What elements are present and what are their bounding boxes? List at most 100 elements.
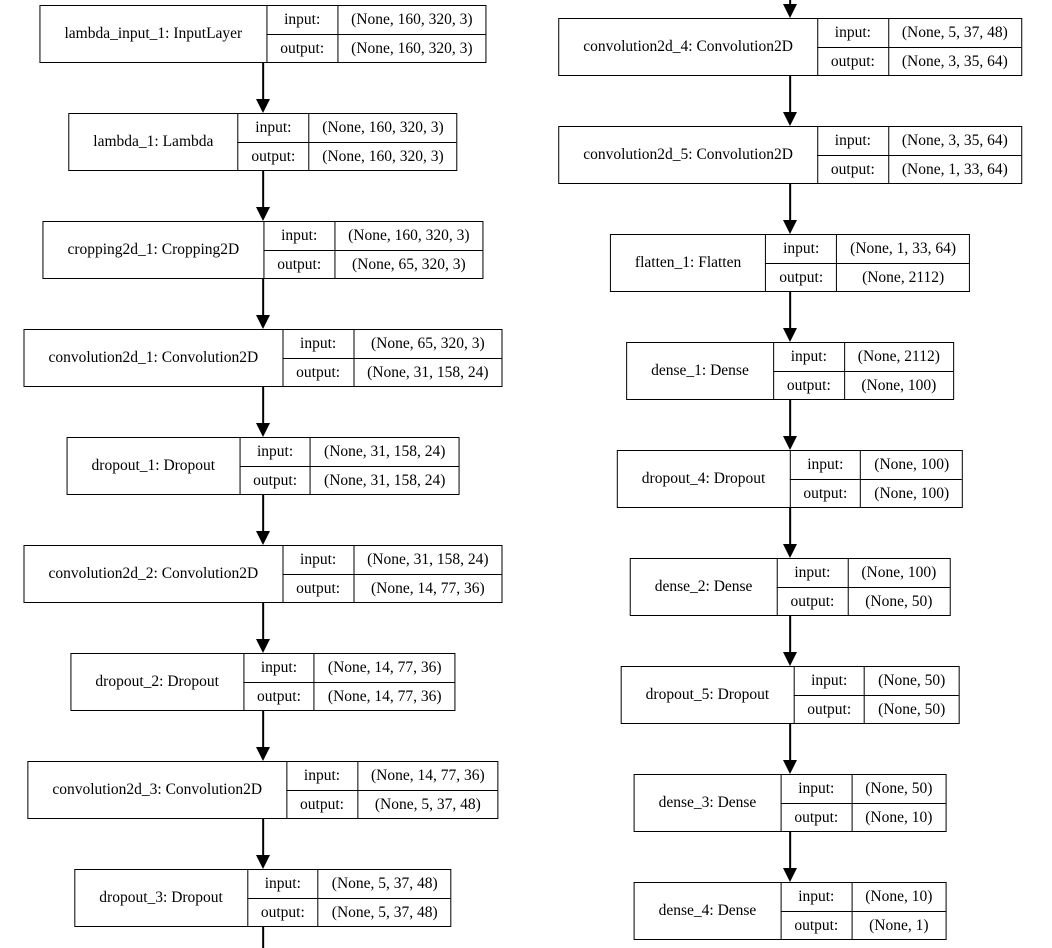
edge-connector (789, 292, 791, 330)
edge-connector (262, 279, 264, 317)
layer-io-table: input: (None, 1, 33, 64) output: (None, … (765, 235, 970, 291)
layer-node-lambda_input_1: lambda_input_1: InputLayer input: (None,… (39, 5, 487, 63)
layer-io-table: input: (None, 100) output: (None, 50) (776, 559, 950, 615)
input-shape: (None, 1, 33, 64) (836, 235, 969, 263)
edge-connector (262, 495, 264, 533)
edge-connector (789, 400, 791, 438)
layer-name: dropout_2: Dropout (95, 673, 219, 690)
output-label: output: (286, 790, 357, 818)
output-shape: (None, 5, 37, 48) (317, 898, 451, 926)
output-shape: (None, 5, 37, 48) (356, 790, 498, 818)
edge-arrowhead (256, 747, 270, 761)
output-label: output: (776, 587, 848, 615)
layer-node-dense_3: dense_3: Dense input: (None, 50) output:… (633, 774, 947, 832)
output-shape: (None, 10) (851, 803, 946, 831)
layer-io-table: input: (None, 160, 320, 3) output: (None… (237, 114, 457, 170)
output-label: output: (282, 358, 354, 386)
input-shape: (None, 5, 37, 48) (887, 19, 1021, 47)
input-shape: (None, 14, 77, 36) (313, 654, 455, 682)
output-shape: (None, 31, 158, 24) (353, 358, 502, 386)
output-label: output: (246, 898, 318, 926)
layer-node-dropout_3: dropout_3: Dropout input: (None, 5, 37, … (74, 869, 452, 927)
output-label: output: (789, 479, 861, 507)
layer-name: convolution2d_3: Convolution2D (52, 781, 263, 798)
output-shape: (None, 65, 320, 3) (334, 250, 483, 278)
edge-connector (789, 184, 791, 222)
edge-connector (789, 832, 791, 870)
edge-arrowhead (256, 531, 270, 545)
output-shape: (None, 50) (864, 695, 959, 723)
layer-name: convolution2d_5: Convolution2D (583, 146, 793, 163)
input-label: input: (282, 546, 353, 574)
edge-connector (262, 171, 264, 209)
input-label: input: (282, 330, 353, 358)
edge-arrowhead (783, 760, 797, 774)
layer-name: dropout_5: Dropout (645, 686, 770, 703)
layer-name: convolution2d_2: Convolution2D (48, 565, 259, 582)
output-shape: (None, 50) (847, 587, 950, 615)
output-shape: (None, 160, 320, 3) (308, 142, 457, 170)
layer-name: lambda_1: Lambda (93, 133, 214, 150)
edge-connector (262, 711, 264, 749)
input-label: input: (816, 19, 888, 47)
output-shape: (None, 160, 320, 3) (337, 34, 486, 62)
output-shape: (None, 2112) (836, 263, 970, 291)
output-label: output: (242, 682, 314, 710)
layer-node-dense_2: dense_2: Dense input: (None, 100) output… (629, 558, 951, 616)
edge-connector (262, 63, 264, 101)
layer-name: convolution2d_1: Convolution2D (48, 349, 259, 366)
layer-node-dropout_5: dropout_5: Dropout input: (None, 50) out… (620, 666, 960, 724)
output-label: output: (816, 155, 888, 183)
input-label: input: (237, 114, 308, 142)
input-shape: (None, 160, 320, 3) (334, 222, 482, 250)
edge-connector (789, 508, 791, 546)
layer-name: dense_1: Dense (651, 362, 749, 379)
input-label: input: (286, 762, 357, 790)
input-shape: (None, 5, 37, 48) (317, 870, 451, 898)
layer-io-table: input: (None, 14, 77, 36) output: (None,… (242, 654, 455, 710)
layer-io-table: input: (None, 31, 158, 24) output: (None… (239, 438, 459, 494)
input-label: input: (789, 451, 860, 479)
input-shape: (None, 160, 320, 3) (337, 6, 485, 34)
edge-arrowhead (783, 328, 797, 342)
output-label: output: (765, 263, 837, 291)
input-shape: (None, 31, 158, 24) (353, 546, 501, 574)
edge-connector (789, 724, 791, 762)
layer-node-convolution2d_1: convolution2d_1: Convolution2D input: (N… (23, 329, 503, 387)
edge-connector (262, 387, 264, 425)
layer-io-table: input: (None, 3, 35, 64) output: (None, … (816, 127, 1021, 183)
layer-io-table: input: (None, 160, 320, 3) output: (None… (266, 6, 486, 62)
input-shape: (None, 100) (847, 559, 949, 587)
layer-io-table: input: (None, 65, 320, 3) output: (None,… (282, 330, 502, 386)
output-shape: (None, 100) (860, 479, 963, 507)
input-label: input: (239, 438, 310, 466)
layer-io-table: input: (None, 14, 77, 36) output: (None,… (286, 762, 498, 818)
output-label: output: (772, 371, 844, 399)
layer-io-table: input: (None, 50) output: (None, 50) (793, 667, 959, 723)
input-shape: (None, 50) (864, 667, 958, 695)
layer-io-table: input: (None, 10) output: (None, 1) (780, 883, 946, 939)
layer-name: dropout_1: Dropout (91, 457, 216, 474)
edge-arrowhead (256, 423, 270, 437)
output-shape: (None, 14, 77, 36) (353, 574, 502, 602)
layer-io-table: input: (None, 5, 37, 48) output: (None, … (816, 19, 1021, 75)
input-shape: (None, 100) (860, 451, 962, 479)
edge-arrowhead (783, 112, 797, 126)
layer-io-table: input: (None, 50) output: (None, 10) (780, 775, 946, 831)
edge-connector (789, 76, 791, 114)
output-label: output: (239, 466, 311, 494)
edge-connector (789, 616, 791, 654)
output-shape: (None, 14, 77, 36) (313, 682, 455, 710)
layer-io-table: input: (None, 100) output: (None, 100) (789, 451, 963, 507)
layer-node-dropout_1: dropout_1: Dropout input: (None, 31, 158… (66, 437, 460, 495)
output-shape: (None, 1, 33, 64) (887, 155, 1021, 183)
layer-node-convolution2d_3: convolution2d_3: Convolution2D input: (N… (27, 761, 499, 819)
edge-arrowhead (256, 207, 270, 221)
output-label: output: (780, 803, 852, 831)
input-label: input: (772, 343, 844, 371)
layer-name: cropping2d_1: Cropping2D (67, 241, 240, 258)
layer-node-dropout_4: dropout_4: Dropout input: (None, 100) ou… (616, 450, 964, 508)
layer-io-table: input: (None, 160, 320, 3) output: (None… (263, 222, 483, 278)
layer-name: flatten_1: Flatten (634, 254, 742, 271)
